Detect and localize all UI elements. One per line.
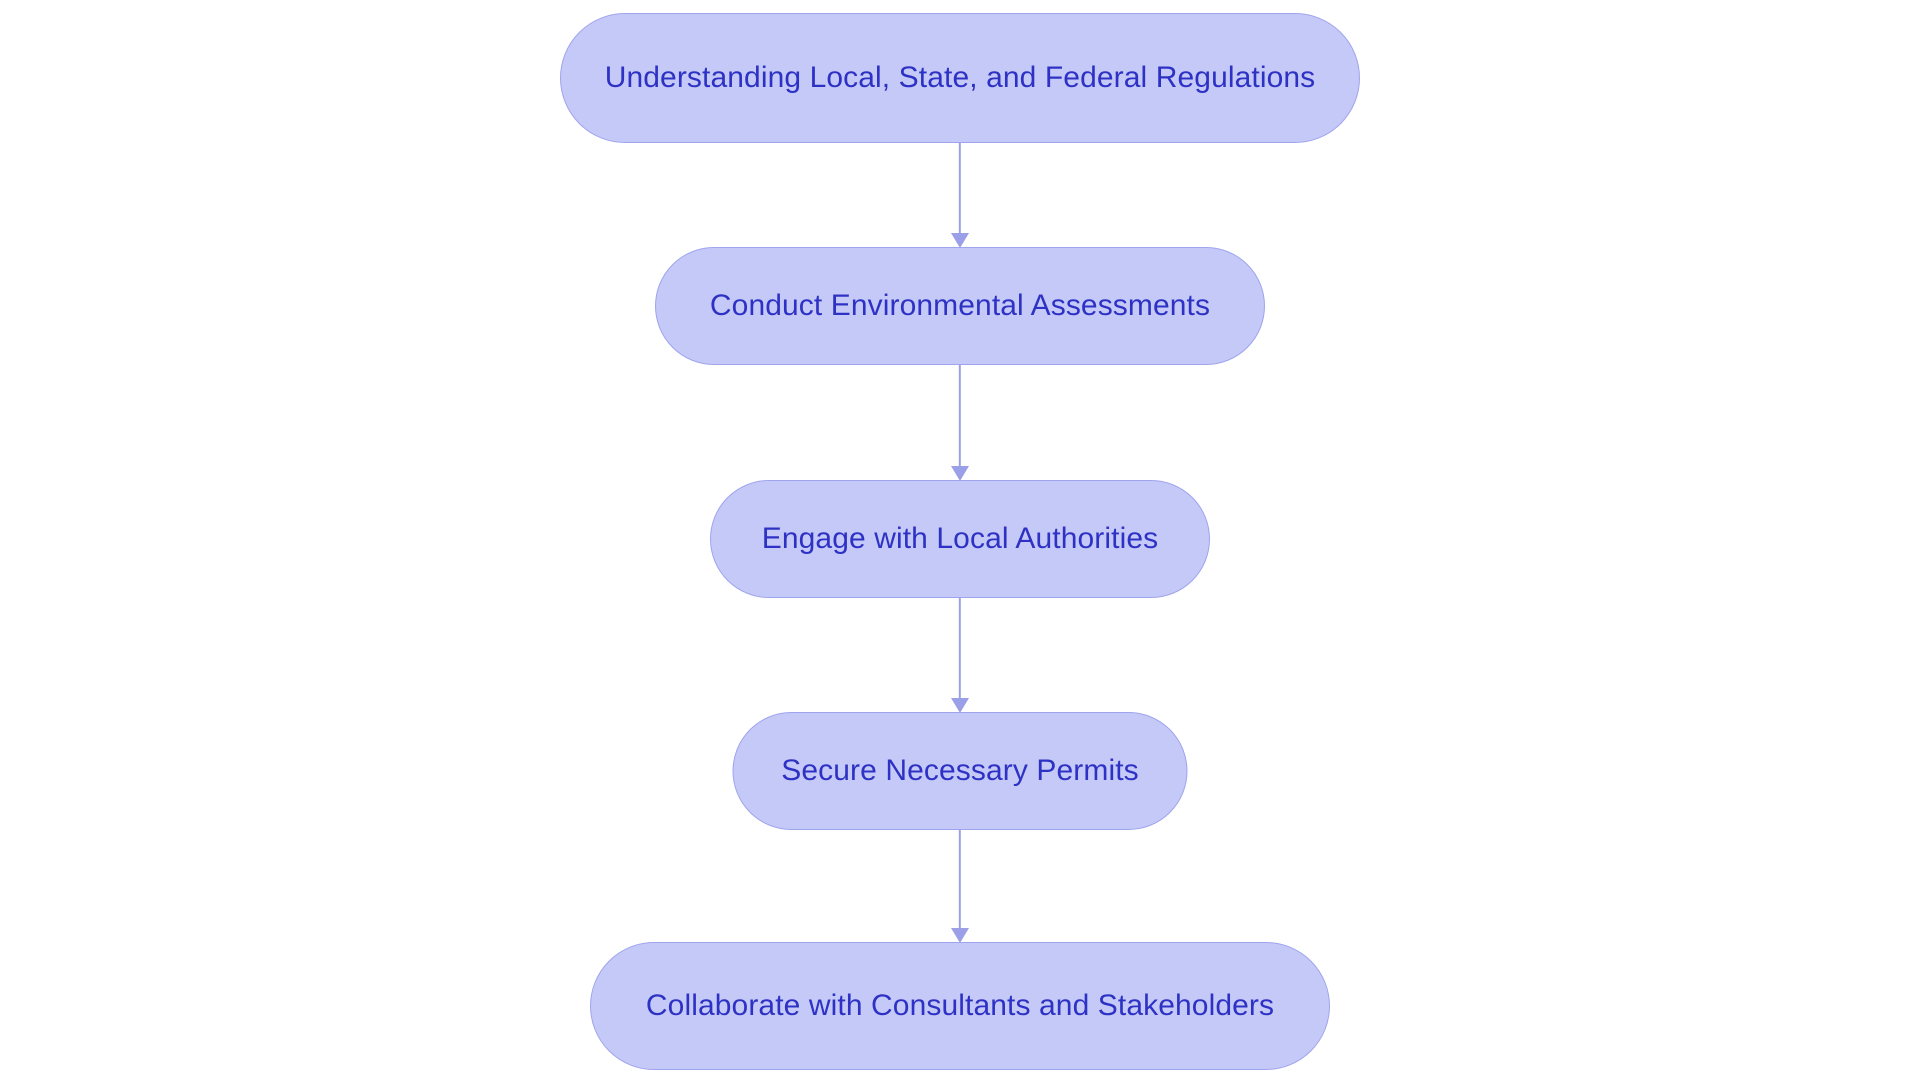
flow-node-engage-local-authorities[interactable]: Engage with Local Authorities [710, 480, 1210, 598]
edge-line [958, 598, 962, 698]
flow-node-understanding-regulations[interactable]: Understanding Local, State, and Federal … [560, 13, 1360, 143]
flow-node-label: Conduct Environmental Assessments [709, 288, 1211, 322]
flow-node-label: Secure Necessary Permits [781, 753, 1139, 787]
flow-node-label: Understanding Local, State, and Federal … [604, 60, 1316, 94]
flow-edge-2 [943, 365, 977, 481]
flow-node-secure-permits[interactable]: Secure Necessary Permits [732, 712, 1188, 830]
arrow-down-icon [951, 698, 969, 713]
edge-line [958, 143, 962, 233]
flow-node-environmental-assessments[interactable]: Conduct Environmental Assessments [655, 247, 1265, 365]
flow-edge-3 [943, 598, 977, 713]
edge-line [958, 830, 962, 928]
arrow-down-icon [951, 928, 969, 943]
flow-node-label: Collaborate with Consultants and Stakeho… [645, 988, 1275, 1022]
arrow-down-icon [951, 466, 969, 481]
arrow-down-icon [951, 233, 969, 248]
flow-node-label: Engage with Local Authorities [761, 521, 1159, 555]
flow-edge-4 [943, 830, 977, 943]
edge-line [958, 365, 962, 466]
flow-node-collaborate-consultants-stakeholders[interactable]: Collaborate with Consultants and Stakeho… [590, 942, 1330, 1070]
flow-edge-1 [943, 143, 977, 248]
